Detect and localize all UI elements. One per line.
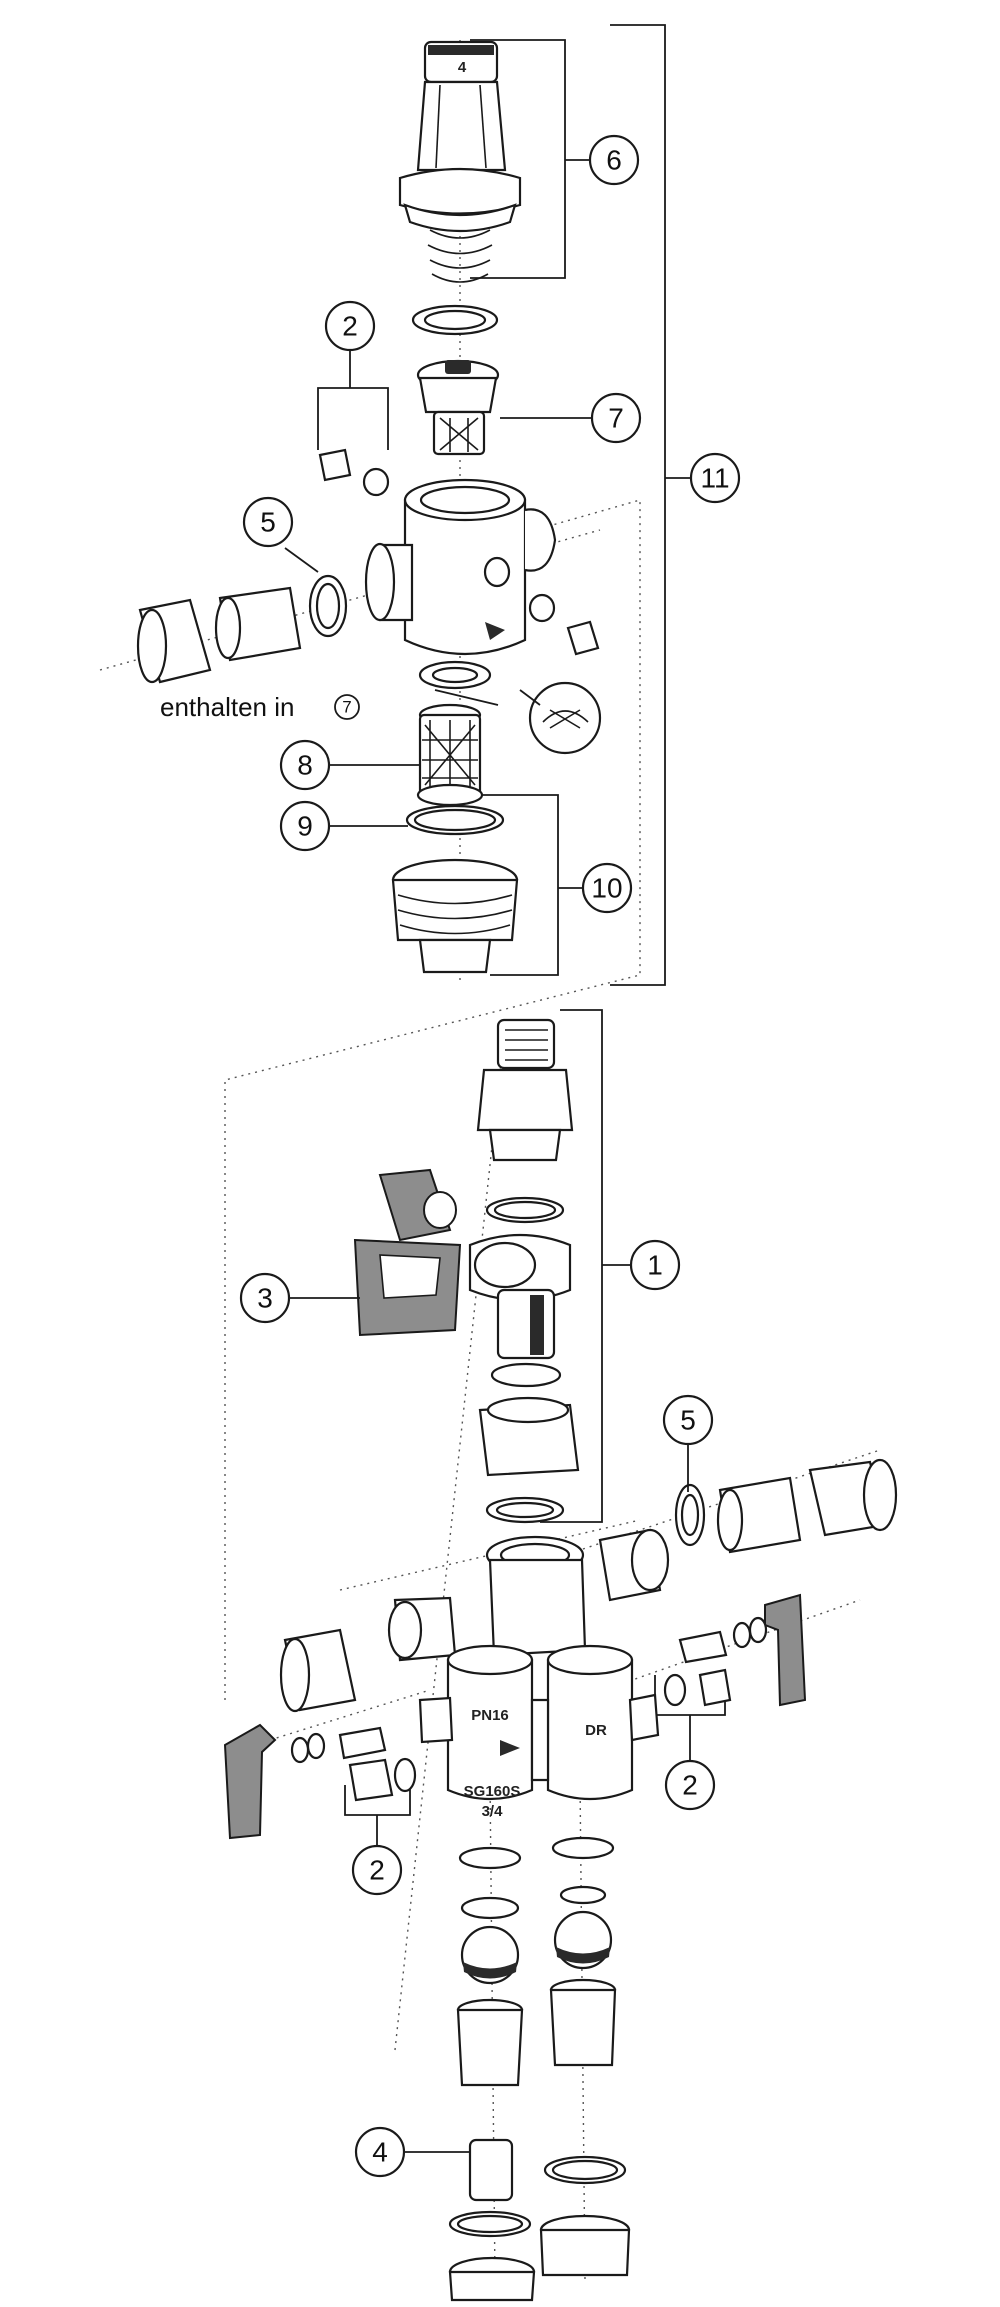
callout-10-label: 10 (591, 873, 622, 904)
upper-valve-body (364, 478, 557, 656)
callout-5-upper-label: 5 (260, 507, 276, 538)
contained-in-ref: 7 (342, 698, 351, 717)
bracket-11 (610, 24, 690, 986)
part-6-cartridge (398, 40, 522, 283)
lower-right-fittings (674, 1458, 898, 1554)
side-valve-left (290, 1726, 417, 1802)
callout-8-label: 8 (297, 750, 313, 781)
callout-2-left: 2 (351, 1844, 403, 1896)
callout-9-label: 9 (297, 811, 313, 842)
part-1-insert-stack (468, 1018, 580, 1524)
callout-11-label: 11 (700, 463, 729, 494)
callout-5-lower: 5 (662, 1394, 714, 1446)
small-plug-right (528, 593, 600, 656)
body-marking-pn16: PN16 (471, 1707, 509, 1724)
part-9-oring (405, 804, 505, 836)
callout-11: 11 (689, 452, 741, 504)
part-3-clip (353, 1168, 462, 1337)
callout-4: 4 (354, 2126, 406, 2178)
gasket-mid (418, 660, 492, 690)
side-valve-right (663, 1616, 768, 1707)
callout-7-label: 7 (608, 403, 624, 434)
callout-2-right-label: 2 (682, 1770, 698, 1801)
callout-6: 6 (588, 134, 640, 186)
part-7-insert (416, 359, 500, 456)
callout-5-lower-label: 5 (680, 1405, 696, 1436)
leader-lines (284, 417, 689, 2153)
contained-in-text: enthalten in (160, 692, 294, 722)
callout-2-top-label: 2 (342, 311, 358, 342)
callout-8: 8 (279, 739, 331, 791)
bracket-1 (540, 1009, 630, 1523)
callout-9: 9 (279, 800, 331, 852)
body-marking-model: SG160S (464, 1783, 521, 1800)
bracket-2-top (317, 350, 389, 450)
callout-3: 3 (239, 1272, 291, 1324)
cartridge-cap-number: 4 (458, 59, 467, 76)
handle-right (764, 1593, 807, 1707)
callout-2-right: 2 (664, 1759, 716, 1811)
body-marking-size: 3/4 (482, 1803, 504, 1820)
callout-2-left-label: 2 (369, 1855, 385, 1886)
lower-stack-right (539, 1836, 631, 2277)
lower-left-fittings (279, 1628, 357, 1713)
bracket-2-left (344, 1785, 411, 1845)
callout-2-top: 2 (324, 300, 376, 352)
callout-4-label: 4 (372, 2137, 388, 2168)
bracket-10 (465, 794, 582, 976)
lower-valve-body (387, 1528, 670, 1801)
bracket-6 (470, 39, 590, 279)
small-plug-left (318, 448, 390, 497)
upper-left-fittings (136, 574, 348, 684)
callout-5-upper: 5 (242, 496, 294, 548)
callout-1-label: 1 (647, 1250, 663, 1281)
body-marking-dr: DR (585, 1722, 607, 1739)
callout-3-label: 3 (257, 1283, 273, 1314)
part-8-strainer (416, 703, 484, 807)
part-10-bowl (391, 858, 519, 974)
callout-6-label: 6 (606, 145, 622, 176)
assembly-dashed-frame (224, 499, 641, 1700)
mesh-detail-circle (528, 681, 602, 755)
lower-stack-left (448, 1846, 536, 2302)
callout-1: 1 (629, 1239, 681, 1291)
handle-left (223, 1723, 277, 1840)
gasket-top (411, 304, 499, 336)
callout-7: 7 (590, 392, 642, 444)
contained-in-note: enthalten in 7 (160, 692, 360, 722)
callout-10: 10 (581, 862, 633, 914)
